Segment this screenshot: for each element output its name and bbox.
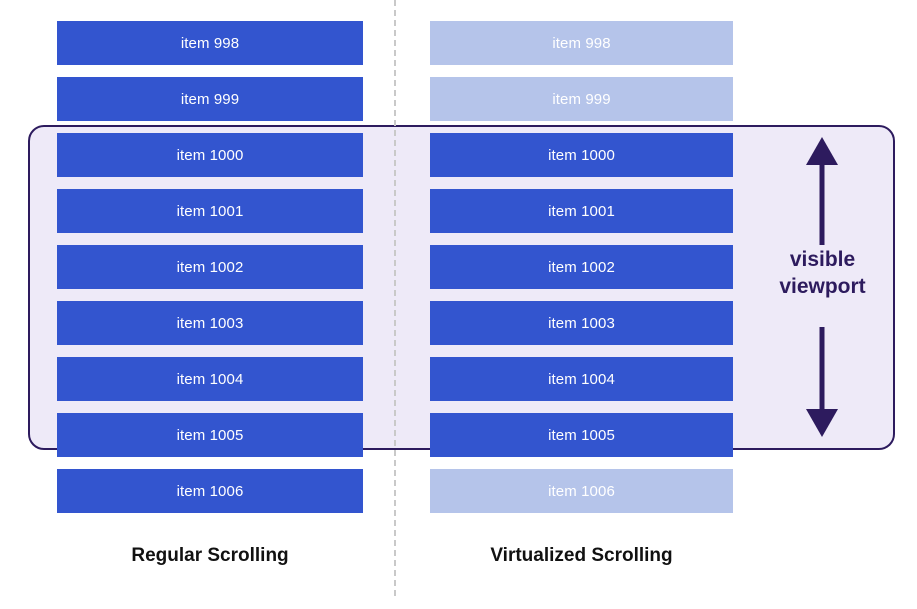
viewport-label-line-1: visible bbox=[789, 248, 856, 271]
list-item[interactable]: item 1003 bbox=[430, 301, 733, 345]
list-item[interactable]: item 1005 bbox=[430, 413, 733, 457]
list-item[interactable]: item 998 bbox=[430, 21, 733, 65]
list-item[interactable]: item 1001 bbox=[430, 189, 733, 233]
list-item[interactable]: item 1004 bbox=[57, 357, 363, 401]
list-item[interactable]: item 1004 bbox=[430, 357, 733, 401]
double-headed-vertical-arrow-icon bbox=[806, 137, 838, 437]
list-item[interactable]: item 999 bbox=[430, 77, 733, 121]
visible-viewport-annotation: visible viewport bbox=[760, 135, 885, 440]
list-item[interactable]: item 999 bbox=[57, 77, 363, 121]
caption-regular-scrolling: Regular Scrolling bbox=[131, 545, 289, 566]
list-item[interactable]: item 1002 bbox=[57, 245, 363, 289]
list-item[interactable]: item 1000 bbox=[430, 133, 733, 177]
list-item[interactable]: item 1002 bbox=[430, 245, 733, 289]
caption-virtualized-scrolling: Virtualized Scrolling bbox=[490, 545, 673, 566]
column-divider bbox=[394, 0, 396, 596]
viewport-label-line-2: viewport bbox=[779, 274, 866, 298]
list-item[interactable]: item 998 bbox=[57, 21, 363, 65]
list-item[interactable]: item 1006 bbox=[57, 469, 363, 513]
list-item[interactable]: item 1003 bbox=[57, 301, 363, 345]
list-item[interactable]: item 1005 bbox=[57, 413, 363, 457]
list-item[interactable]: item 1001 bbox=[57, 189, 363, 233]
regular-scrolling-column: item 998 item 999 item 1000 item 1001 item 1… bbox=[57, 21, 363, 525]
list-item[interactable]: item 1006 bbox=[430, 469, 733, 513]
visible-viewport-label: visible viewport bbox=[760, 247, 885, 301]
list-item[interactable]: item 1000 bbox=[57, 133, 363, 177]
virtualized-scrolling-column: item 998 item 999 item 1000 item 1001 item 1… bbox=[430, 21, 733, 525]
